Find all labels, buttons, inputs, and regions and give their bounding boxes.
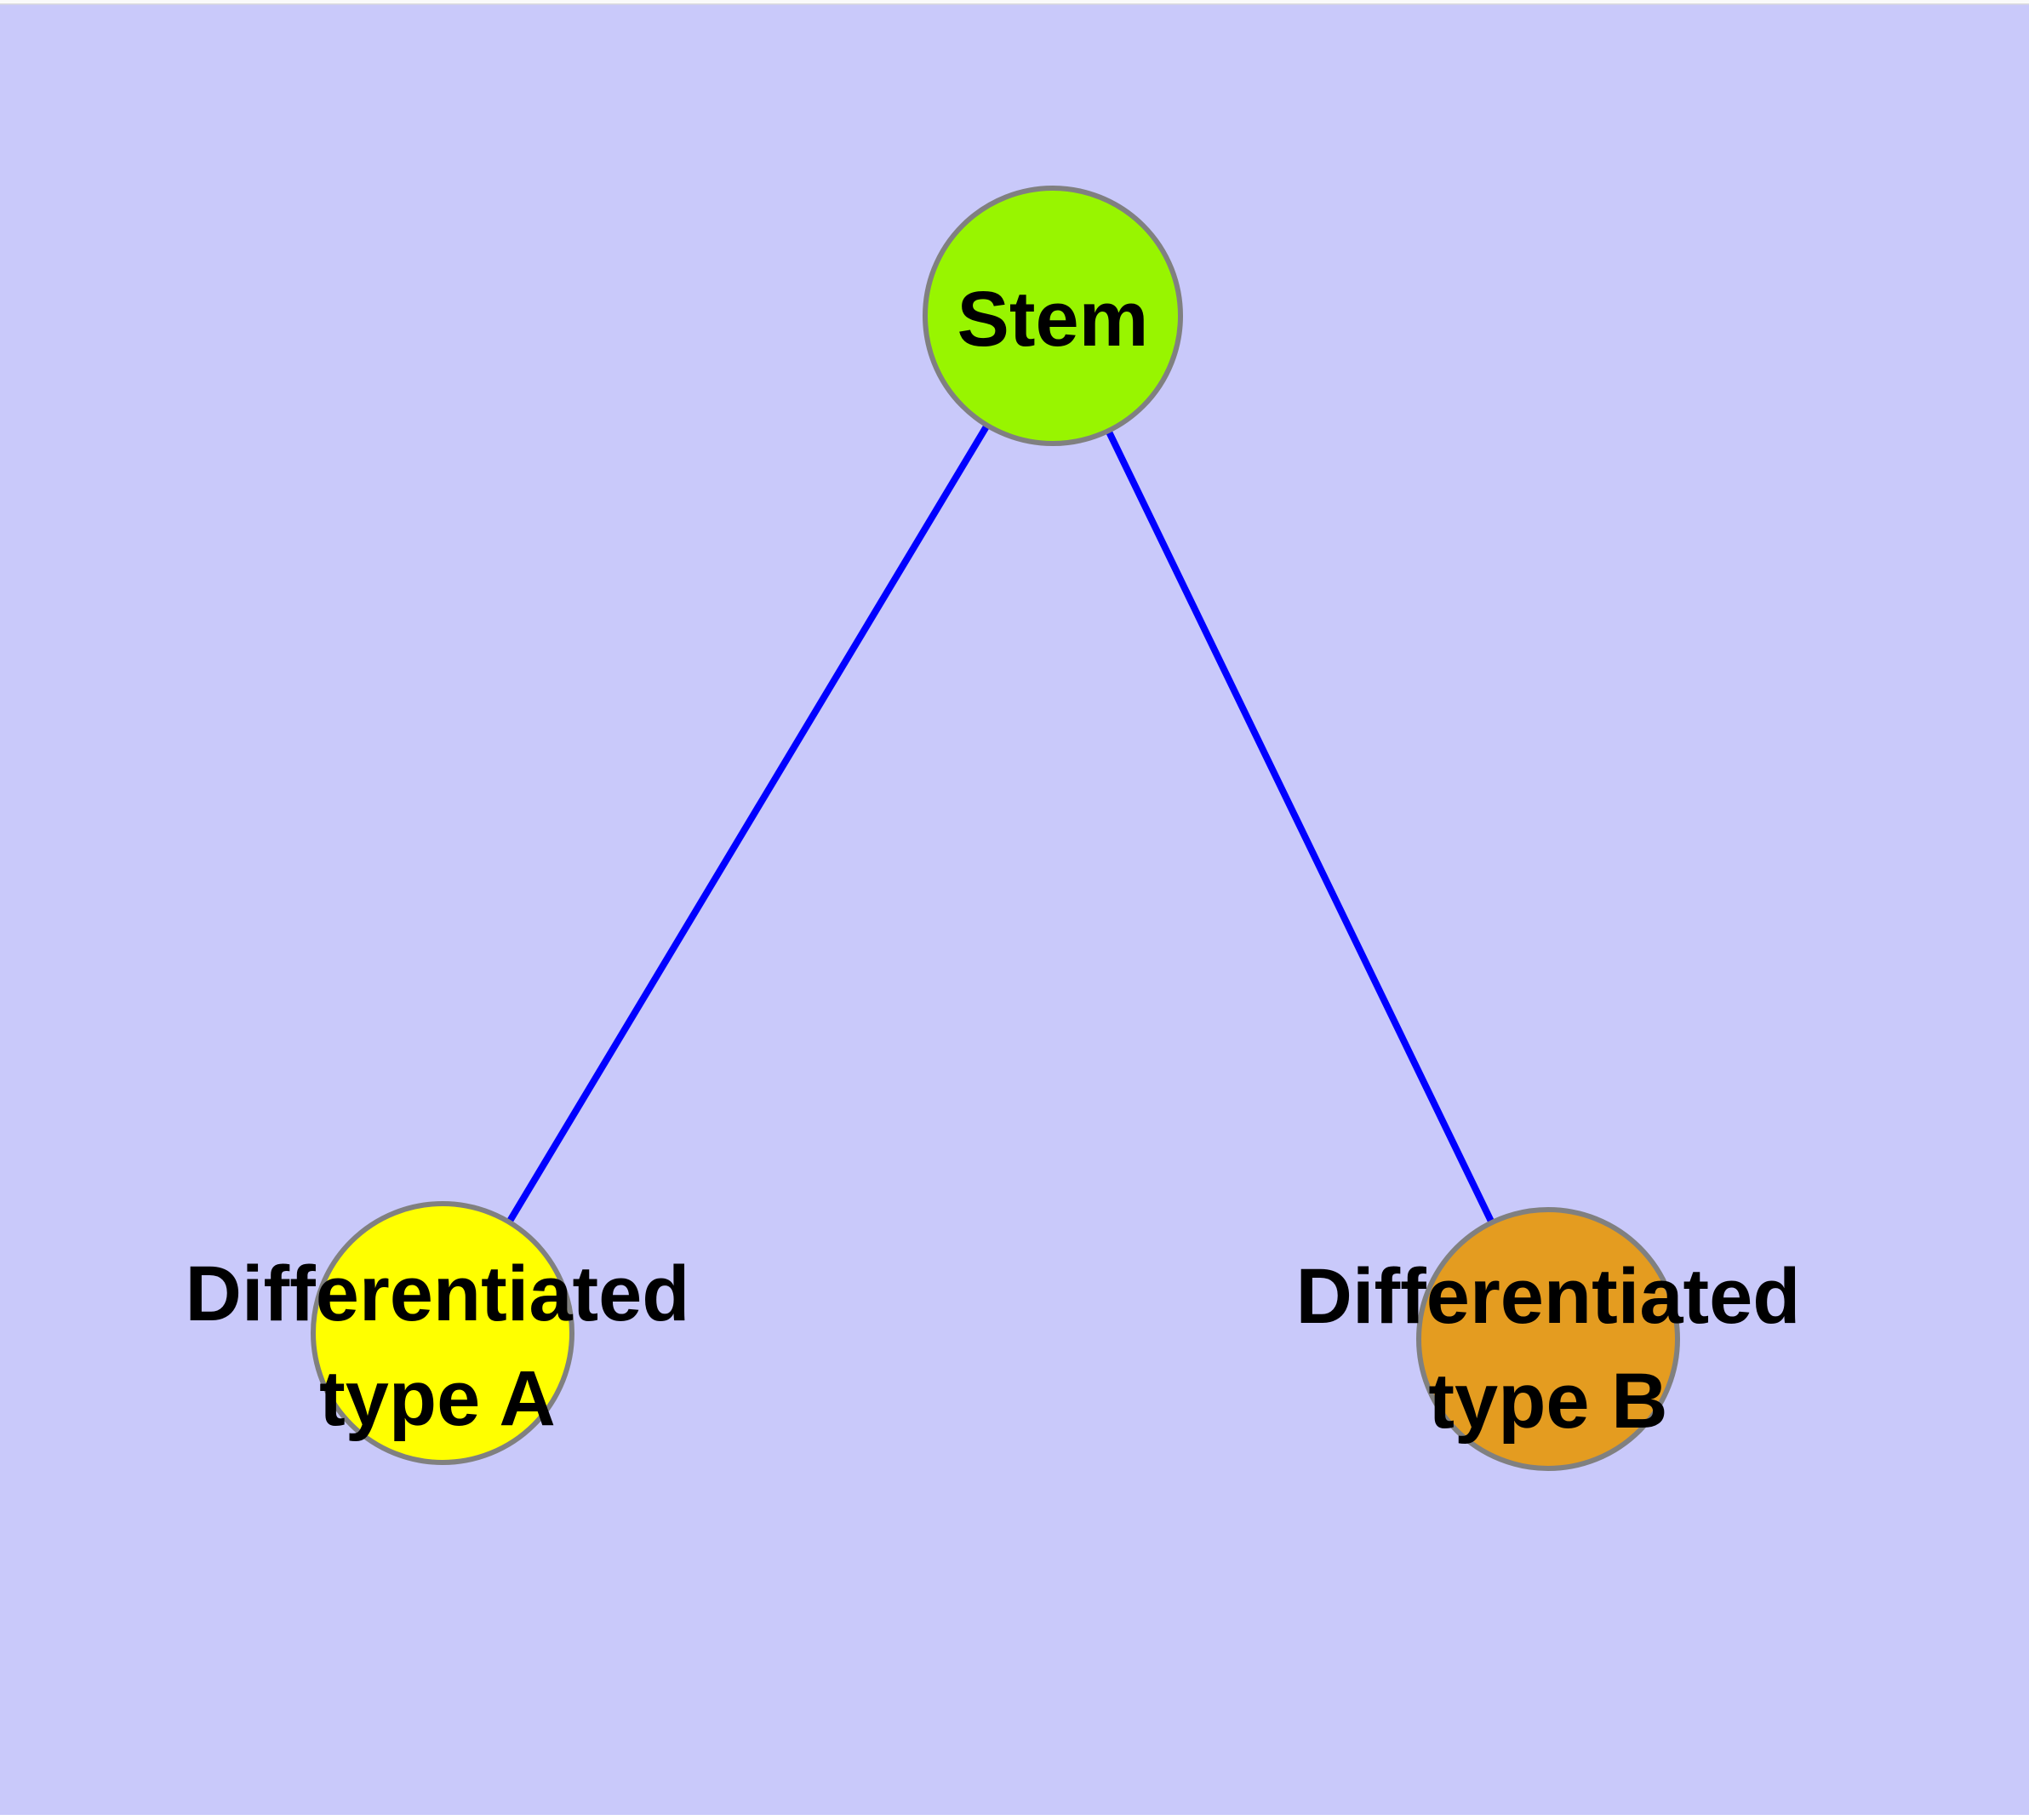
edge-stem-to-type-b — [1049, 314, 1552, 1341]
window-bottom-edge — [0, 1815, 2029, 1820]
node-type-a-label-line-2: type A — [319, 1355, 556, 1442]
node-stem-label: Stem — [957, 276, 1149, 363]
node-stem-circle — [923, 186, 1183, 446]
node-type-b-circle — [1416, 1207, 1680, 1471]
node-type-b-label-line-2: type B — [1428, 1358, 1667, 1445]
window-top-edge-line — [0, 3, 2029, 5]
window-top-edge — [0, 0, 2029, 3]
node-type-a-label-line-1: Differentiated — [186, 1251, 690, 1337]
edge-stem-to-type-a — [439, 313, 1056, 1336]
node-type-b-label-line-1: Differentiated — [1296, 1253, 1801, 1340]
node-type-a-circle — [311, 1201, 574, 1465]
